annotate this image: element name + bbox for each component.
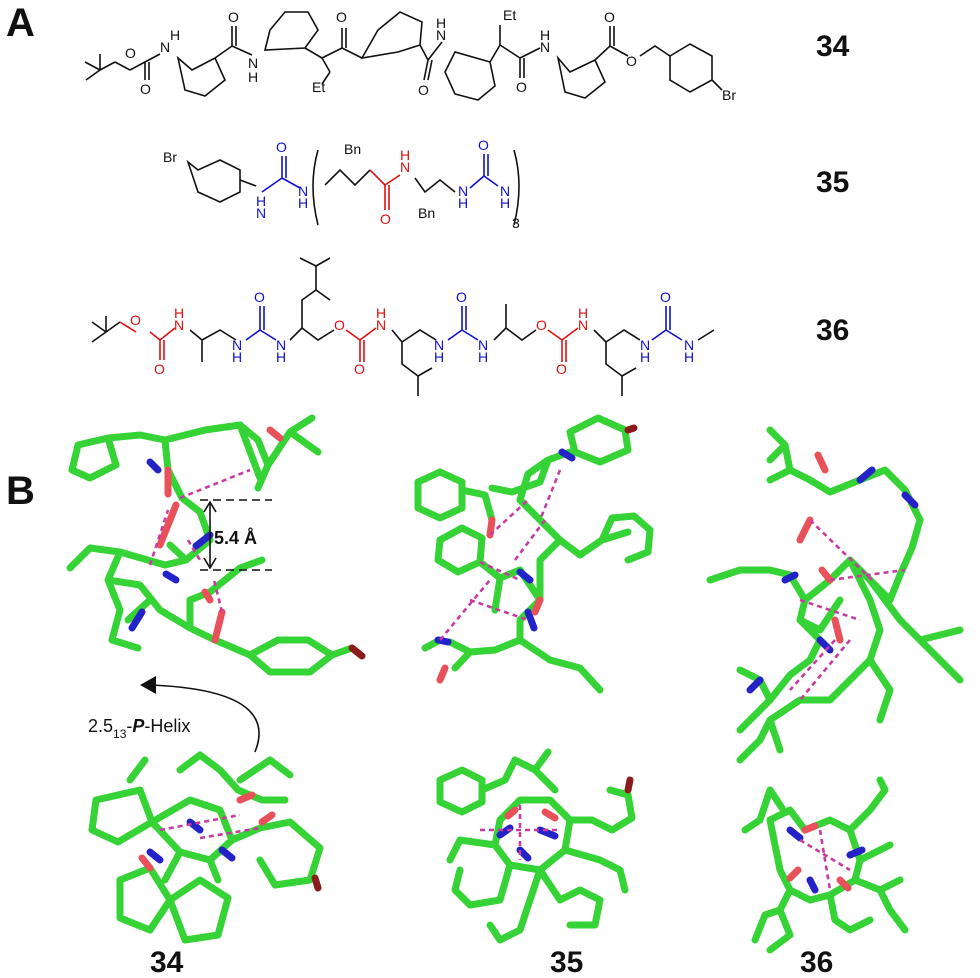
atom-h-36c: H xyxy=(276,349,286,365)
atom-o-35b: O xyxy=(380,211,391,227)
atom-h-36b: H xyxy=(232,349,242,365)
atom-h-35c: H xyxy=(400,147,410,163)
helix-label: 2.513-P-Helix xyxy=(88,716,190,741)
atom-n-34a: N xyxy=(160,39,170,55)
atom-n-36b: N xyxy=(232,337,242,353)
atom-o-36i: O xyxy=(660,289,671,305)
atom-h-34d: H xyxy=(540,27,550,43)
panel-label-b: B xyxy=(6,469,35,513)
atom-n-34d: N xyxy=(540,39,550,55)
compound-label-35a: 35 xyxy=(816,166,849,199)
atom-n-36i: N xyxy=(684,337,694,353)
atom-n-36g: N xyxy=(578,317,588,333)
atom-o-34a: O xyxy=(125,45,136,61)
arrow-head-icon xyxy=(140,676,156,694)
compound-label-35b: 35 xyxy=(550,946,583,978)
atom-h-36a: H xyxy=(174,305,184,321)
atom-o-34e: O xyxy=(418,82,429,98)
stick-model-34-side: 5.4 Å xyxy=(66,414,366,676)
stick-model-36-top xyxy=(741,776,909,954)
atom-o-35c: O xyxy=(478,137,489,153)
atom-o-36g: O xyxy=(536,317,547,333)
atom-br-34: Br xyxy=(722,87,736,103)
atom-n-35c: N xyxy=(400,159,410,175)
atom-o-34h: O xyxy=(626,53,637,69)
atom-h-35e: H xyxy=(500,195,510,211)
atom-o-36d: O xyxy=(334,317,345,333)
atom-o-36c: O xyxy=(254,289,265,305)
structure-36: O O N H N H O N H O O N H N H O N H O O … xyxy=(91,257,715,396)
atom-h-36f: H xyxy=(478,349,488,365)
atom-h-36e: H xyxy=(434,349,444,365)
stick-model-35-top xyxy=(436,748,636,944)
compound-label-36b: 36 xyxy=(800,946,833,978)
atom-h-35d: H xyxy=(458,195,468,211)
atom-et-34b: Et xyxy=(503,7,516,23)
atom-n-36f: N xyxy=(478,337,488,353)
atom-bn-35b: Bn xyxy=(418,205,435,221)
atom-n-36h: N xyxy=(640,337,650,353)
compound-label-34b: 34 xyxy=(150,946,184,978)
atom-n-36e: N xyxy=(434,337,444,353)
atom-o-34c: O xyxy=(228,9,239,25)
atom-n-35d: N xyxy=(458,183,468,199)
atom-n-35a: N xyxy=(256,205,266,221)
atom-o-36e: O xyxy=(354,361,365,377)
distance-label: 5.4 Å xyxy=(214,528,257,548)
atom-o-34d: O xyxy=(336,9,347,25)
atom-et-34a: Et xyxy=(312,79,325,95)
compound-label-34a: 34 xyxy=(816,30,850,63)
atom-o-36a: O xyxy=(130,312,141,328)
atom-h-34c: H xyxy=(436,15,446,31)
panel-label-a: A xyxy=(6,1,35,45)
atom-o-34b: O xyxy=(140,81,151,97)
atom-n-35b: N xyxy=(298,183,308,199)
atom-bn-35a: Bn xyxy=(344,141,361,157)
compound-label-36a: 36 xyxy=(816,314,849,347)
atom-o-36f: O xyxy=(456,289,467,305)
structure-35: Br N H O N H Bn O N H Bn N H O N H 3 xyxy=(163,137,520,231)
stick-model-35-side xyxy=(414,414,654,694)
atom-o-36b: O xyxy=(154,361,165,377)
atom-h-36h: H xyxy=(640,349,650,365)
stick-model-34-top xyxy=(88,751,324,944)
atom-o-36h: O xyxy=(556,361,567,377)
atom-n-36a: N xyxy=(174,317,184,333)
atom-n-36d: N xyxy=(376,317,386,333)
atom-h-35b: H xyxy=(298,195,308,211)
atom-h-36g: H xyxy=(578,305,588,321)
structure-34: O O N H O N H O Et O N H Et O N H O O xyxy=(84,7,736,103)
repeat-subscript-35: 3 xyxy=(512,215,520,231)
atom-h-36i: H xyxy=(684,349,694,365)
helix-annotation: 2.513-P-Helix xyxy=(88,676,260,753)
atom-h-34a: H xyxy=(170,27,180,43)
stick-model-36-side xyxy=(706,426,964,764)
atom-n-34c: N xyxy=(436,27,446,43)
atom-br-35: Br xyxy=(163,149,177,165)
atom-h-36d: H xyxy=(376,305,386,321)
atom-h-35a: H xyxy=(256,193,266,209)
atom-n-36c: N xyxy=(276,337,286,353)
atom-o-34g: O xyxy=(604,9,615,25)
atom-h-34b: H xyxy=(248,69,258,85)
atom-n-34b: N xyxy=(248,55,258,71)
atom-n-35e: N xyxy=(500,183,510,199)
atom-o-34f: O xyxy=(516,79,527,95)
atom-o-35a: O xyxy=(276,139,287,155)
